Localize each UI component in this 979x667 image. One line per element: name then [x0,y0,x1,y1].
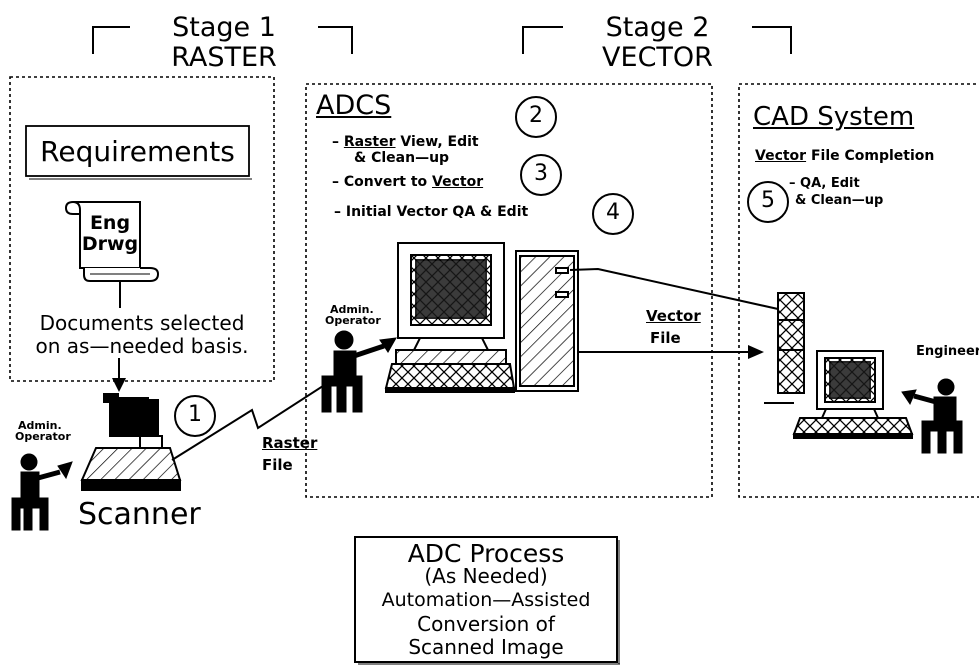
scanner-icon [82,394,180,490]
doc-label-line1: Eng [80,214,140,233]
scan-operator-label-line2: Operator [15,431,71,442]
operator-left-icon [12,454,72,530]
doc-label-line2: Drwg [80,235,140,254]
requirements-caption-line2: on as—needed basis. [10,336,274,356]
raster-file-label-line2: File [262,458,293,473]
adcs-item2: – Convert to Vector [332,175,483,189]
step5-number: 5 [748,190,788,212]
stage1-subtitle: RASTER [130,44,318,71]
stage2-subtitle: VECTOR [563,44,752,71]
operator-adcs-icon [322,331,396,412]
adcs-server-icon [516,251,578,391]
scanner-label: Scanner [78,500,201,530]
network-link [570,269,778,309]
step4-number: 4 [593,202,633,224]
requirements-heading: Requirements [26,138,249,166]
cad-subheading: Vector File Completion [755,149,934,163]
arrow-down-icon [112,378,126,392]
process-box-line4: Conversion of [355,614,617,634]
process-box-line3: Automation—Assisted [355,591,617,610]
adcs-heading: ADCS [316,92,391,119]
requirements-caption-line1: Documents selected [10,313,274,333]
engineer-icon [902,379,962,453]
vector-file-label-line1: Vector [646,309,701,324]
cad-computer-icon [794,351,912,438]
vector-file-label-line2: File [650,331,681,346]
adcs-item1-line1: – Raster View, Edit [332,135,479,149]
step3-number: 3 [521,163,561,185]
cad-item-line1: – QA, Edit [789,177,860,190]
process-box-line5: Scanned Image [355,637,617,657]
adcs-operator-label-line2: Operator [325,315,381,326]
adcs-computer-icon [386,243,514,392]
stage1-title: Stage 1 [130,14,318,41]
stage2-title: Stage 2 [563,14,752,41]
cad-heading: CAD System [753,104,914,130]
cad-server-icon [778,293,804,393]
adcs-item1-line2: & Clean—up [354,151,449,165]
process-box-line2: (As Needed) [355,566,617,586]
step1-number: 1 [175,404,215,426]
cad-item-line2: & Clean—up [795,194,883,207]
raster-file-label-line1: Raster [262,436,317,451]
adcs-item3: – Initial Vector QA & Edit [334,205,528,219]
arrow-right-icon [748,345,764,359]
engineer-label: Engineer [916,345,979,358]
process-box-line1: ADC Process [355,541,617,566]
step2-number: 2 [516,105,556,127]
